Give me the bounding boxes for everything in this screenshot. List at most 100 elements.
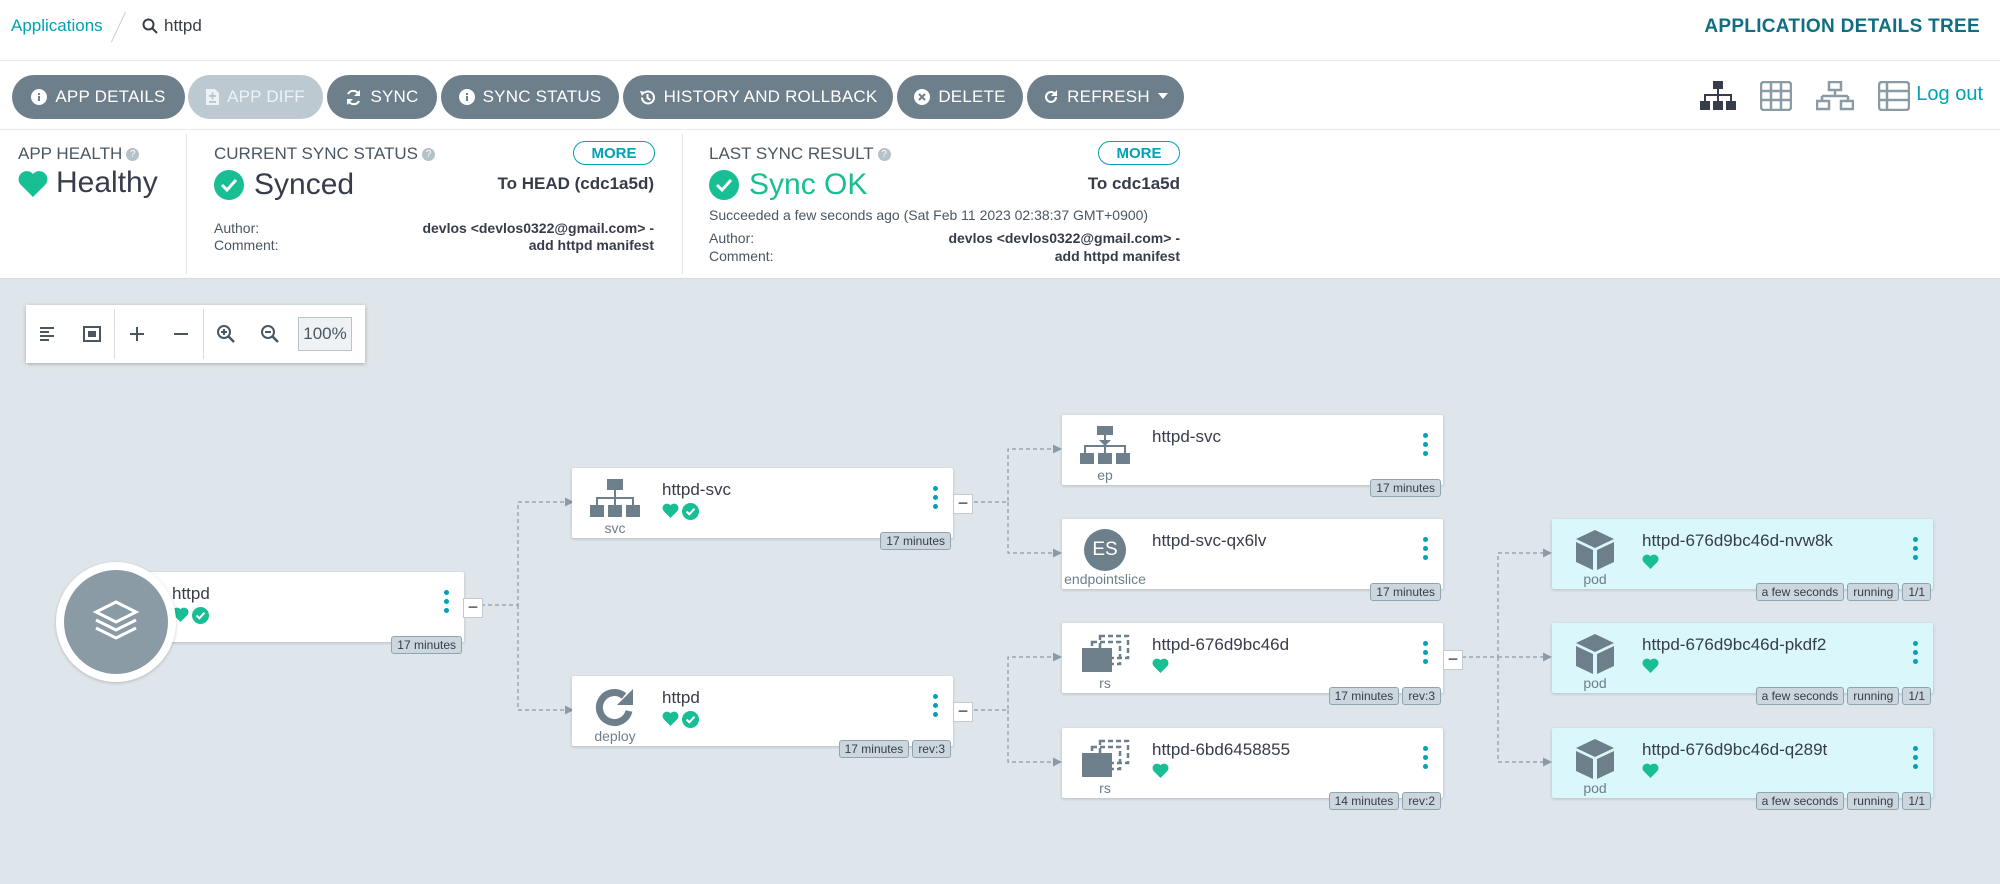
help-icon[interactable]: ? [126,148,140,162]
top-bar: Applications httpd APPLICATION DETAILS T… [0,0,2000,61]
collapse-toggle[interactable]: − [1443,650,1463,670]
resource-node-ep[interactable]: ep httpd-svc 17 minutes [1062,415,1443,497]
node-menu-button[interactable] [933,694,939,717]
node-kind: pod [1583,780,1607,796]
heart-icon [662,711,679,726]
resource-node-endpointslice[interactable]: ES endpointslice httpd-svc-qx6lv 17 minu… [1062,519,1443,601]
delete-button[interactable]: DELETE [897,75,1023,119]
zoom-out-button[interactable] [248,305,292,363]
history-and-rollback-button[interactable]: HISTORY AND ROLLBACK [623,75,893,119]
check-circle-icon [192,607,209,624]
node-name: httpd-svc [662,480,731,499]
state-tag: running [1847,792,1900,810]
breadcrumb-applications-link[interactable]: Applications [11,16,103,35]
resource-node-rs[interactable]: rs httpd-6bd6458855 14 minutes rev:2 [1062,728,1443,810]
node-name: httpd-676d9bc46d-nvw8k [1642,531,1833,550]
node-menu-button[interactable] [1913,537,1919,560]
ready-tag: 1/1 [1902,583,1931,601]
help-icon[interactable]: ? [422,148,436,162]
file-diff-icon [206,89,220,105]
current-sync-comment-label: Comment: [214,237,279,253]
node-tags: a few seconds running 1/1 [1755,687,1931,705]
node-tags: a few seconds running 1/1 [1755,792,1931,810]
sync-label: SYNC [370,87,419,106]
current-sync-label: CURRENT SYNC STATUS [214,144,419,163]
info-icon [458,89,475,105]
logout-link[interactable]: Log out [1916,83,1983,105]
node-kind: rs [1099,675,1111,691]
resource-node-svc[interactable]: svc httpd-svc 17 minutes [572,468,953,550]
resource-node-pod[interactable]: pod httpd-676d9bc46d-nvw8k a few seconds… [1552,519,1933,601]
current-sync-author-label: Author: [214,220,260,236]
collapse-toggle[interactable]: − [463,598,483,618]
list-view-icon[interactable] [1877,80,1911,116]
collapse-toggle[interactable]: − [953,494,973,514]
node-menu-button[interactable] [444,590,450,613]
last-sync-more-button[interactable]: MORE [1098,141,1180,165]
current-sync-text: Synced [254,168,355,201]
delete-label: DELETE [938,87,1006,106]
network-view-icon[interactable] [1815,80,1855,116]
sync-button[interactable]: SYNC [327,75,437,119]
age-tag: a few seconds [1755,687,1845,705]
check-circle-icon [682,503,699,520]
fit-to-screen-button[interactable] [70,305,114,363]
node-menu-button[interactable] [1423,746,1429,769]
zoom-in-button[interactable] [204,305,248,363]
resource-node-deploy[interactable]: deploy httpd 17 minutes rev:3 [572,676,953,758]
state-tag: running [1847,583,1900,601]
last-sync-comment-label: Comment: [709,248,774,264]
app-details-button[interactable]: APP DETAILS [12,75,185,119]
refresh-button[interactable]: REFRESH [1027,75,1184,119]
endpointslice-badge: ES [1084,529,1126,571]
plus-icon [130,327,144,341]
node-menu-button[interactable] [1423,537,1429,560]
action-toolbar: APP DETAILS APP DIFF SYNC SYNC STATUS HI… [0,61,2000,130]
refresh-label: REFRESH [1067,87,1150,106]
heart-icon [1152,763,1169,778]
tree-view-icon[interactable] [1700,81,1736,116]
node-kind: pod [1583,675,1607,691]
current-sync-value: Synced [214,168,354,202]
fit-screen-icon [83,326,101,342]
node-kind: rs [1099,780,1111,796]
age-tag: a few seconds [1755,792,1845,810]
ready-tag: 1/1 [1902,687,1931,705]
caret-down-icon [1157,93,1168,101]
page-title: APPLICATION DETAILS TREE [1704,16,1980,37]
node-menu-button[interactable] [1423,433,1429,456]
zoom-level: 100% [298,317,352,351]
compact-layout-button[interactable] [26,305,70,363]
breadcrumb-app-name: httpd [164,16,202,35]
last-sync-author: devlos <devlos0322@gmail.com> - [948,230,1180,246]
node-kind: deploy [594,728,636,744]
check-circle-icon [682,711,699,728]
node-name: httpd [172,584,210,603]
current-sync-more-button[interactable]: MORE [573,141,655,165]
app-details-label: APP DETAILS [55,87,166,106]
breadcrumb-app-search[interactable]: httpd [142,16,202,36]
app-diff-button[interactable]: APP DIFF [188,75,323,119]
resource-node-pod[interactable]: pod httpd-676d9bc46d-pkdf2 a few seconds… [1552,623,1933,705]
node-status-icons [1152,658,1169,673]
resource-node-pod[interactable]: pod httpd-676d9bc46d-q289t a few seconds… [1552,728,1933,810]
resource-node-app[interactable]: httpd 17 minutes [120,572,464,654]
help-icon[interactable]: ? [877,148,891,162]
node-status-icons [1152,763,1169,778]
current-sync-author: devlos <devlos0322@gmail.com> - [422,220,654,236]
sync-icon [345,89,362,106]
pods-view-icon[interactable] [1759,80,1793,116]
collapse-toggle[interactable]: − [953,702,973,722]
node-menu-button[interactable] [1423,641,1429,664]
sync-status-label: SYNC STATUS [482,87,602,106]
collapse-all-button[interactable] [159,305,203,363]
endpoint-icon [1078,423,1132,469]
node-menu-button[interactable] [933,486,939,509]
resource-node-rs[interactable]: rs httpd-676d9bc46d 17 minutes rev:3 [1062,623,1443,705]
node-menu-button[interactable] [1913,641,1919,664]
expand-all-button[interactable] [115,305,159,363]
last-sync-succeeded: Succeeded a few seconds ago (Sat Feb 11 … [709,207,1149,223]
sync-status-button[interactable]: SYNC STATUS [441,75,619,119]
node-menu-button[interactable] [1913,746,1919,769]
